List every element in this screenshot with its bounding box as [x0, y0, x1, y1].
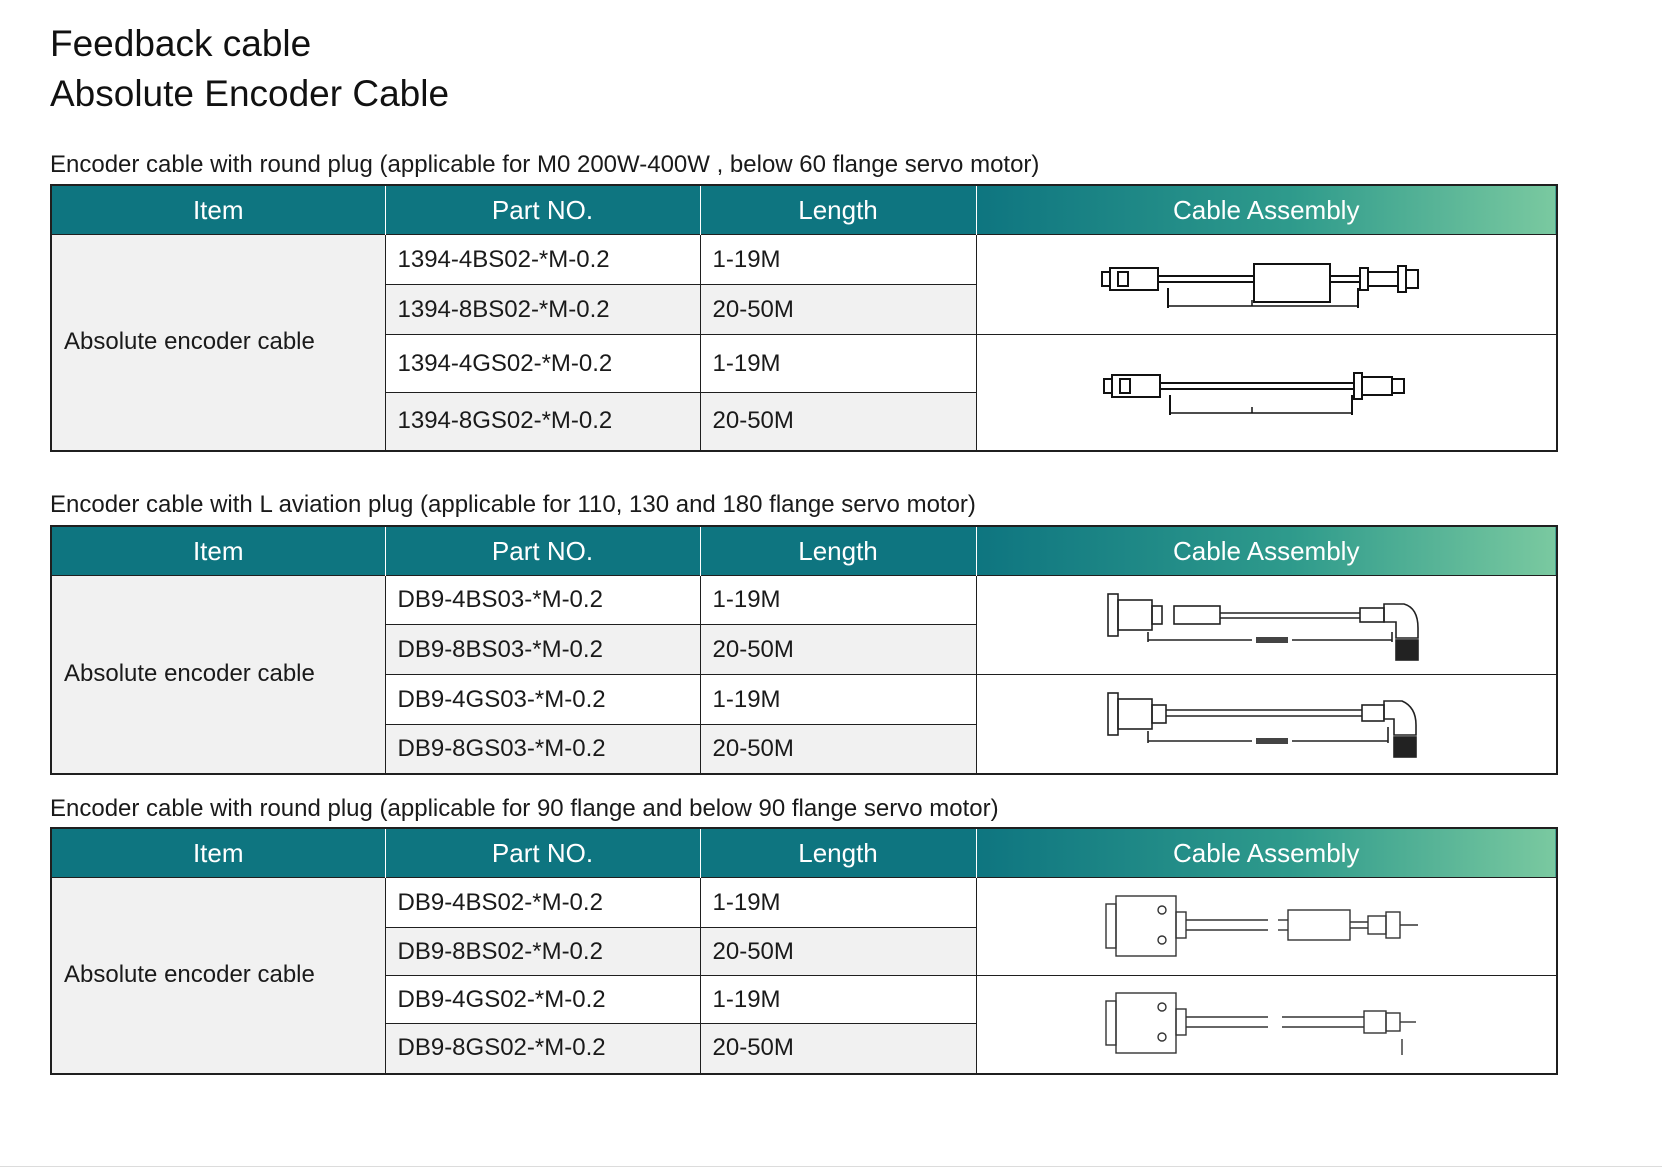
table-row: DB9-4GS02-*M-0.2 1-19M	[51, 975, 1558, 1074]
col-header-item: Item	[51, 828, 386, 878]
col-header-part-no: Part NO.	[385, 526, 701, 576]
cable-drawing-cell	[975, 674, 1558, 774]
table-row: DB9-8GS02-*M-0.2 20-50M	[51, 1023, 1557, 1074]
length-cell: 20-50M	[699, 392, 977, 451]
part-number-cell: DB9-8GS03-*M-0.2	[384, 724, 701, 774]
table-row: 1394-8BS02-*M-0.2 20-50M	[51, 284, 1557, 335]
table-row: 1394-8GS02-*M-0.2 20-50M	[51, 392, 1557, 451]
length-cell: 1-19M	[699, 877, 977, 928]
col-header-item: Item	[51, 526, 386, 576]
table-row: DB9-8BS02-*M-0.2 20-50M	[51, 927, 1557, 976]
table-row: Absolute encoder cable DB9-4BS02-*M-0.2 …	[50, 877, 1558, 1074]
item-cell: Absolute encoder cable	[50, 234, 386, 451]
length-cell: 1-19M	[699, 575, 977, 625]
part-number-cell: DB9-8BS03-*M-0.2	[384, 624, 701, 675]
table-row: Absolute encoder cable DB9-4BS03-*M-0.2 …	[50, 575, 1558, 774]
page-subtitle: Absolute Encoder Cable	[50, 73, 450, 114]
length-cell: 1-19M	[699, 334, 977, 393]
item-cell: Absolute encoder cable	[50, 575, 386, 774]
length-cell: 1-19M	[699, 975, 977, 1024]
col-header-item: Item	[51, 185, 386, 235]
table-row: DB9-4GS03-*M-0.2 1-19M	[51, 674, 1558, 774]
length-cell: 1-19M	[699, 234, 977, 285]
col-header-part-no: Part NO.	[385, 185, 701, 235]
col-header-cable-assembly: Cable Assembly	[976, 828, 1557, 878]
col-header-length: Length	[700, 526, 977, 576]
db9-round-plug-cable-icon	[1105, 992, 1417, 1056]
table-header-row: Item Part NO. Length Cable Assembly	[51, 828, 1557, 878]
table-header-row: Item Part NO. Length Cable Assembly	[51, 526, 1557, 576]
section-caption: Encoder cable with round plug (applicabl…	[50, 151, 1040, 178]
section-caption: Encoder cable with round plug (applicabl…	[50, 795, 999, 822]
encoder-cable-table-round-plug-90-flange: Item Part NO. Length Cable Assembly Abso…	[50, 827, 1558, 1075]
page-bottom-divider	[0, 1166, 1662, 1167]
col-header-cable-assembly: Cable Assembly	[976, 185, 1557, 235]
page-title: Feedback cable	[50, 23, 312, 64]
encoder-cable-table-round-plug-m0: Item Part NO. Length Cable Assembly Abso…	[50, 184, 1558, 452]
col-header-length: Length	[700, 828, 977, 878]
part-number-cell: 1394-8GS02-*M-0.2	[384, 392, 701, 451]
cable-drawing-cell	[975, 234, 1558, 335]
part-number-cell: DB9-4BS03-*M-0.2	[384, 575, 701, 625]
cable-drawing-cell	[975, 877, 1558, 976]
cable-drawing-cell	[975, 334, 1558, 451]
col-header-length: Length	[700, 185, 977, 235]
length-cell: 20-50M	[699, 927, 977, 976]
cable-drawing-cell	[975, 575, 1558, 675]
section-caption: Encoder cable with L aviation plug (appl…	[50, 491, 976, 518]
length-cell: 20-50M	[699, 284, 977, 335]
length-cell: 20-50M	[699, 624, 977, 675]
length-cell: 20-50M	[699, 1023, 977, 1074]
round-plug-cable-icon	[1103, 372, 1406, 416]
length-cell: 20-50M	[699, 724, 977, 774]
db9-round-plug-cable-with-battery-box-icon	[1105, 894, 1419, 957]
db9-l-aviation-cable-icon	[1107, 691, 1418, 758]
db9-l-aviation-cable-with-battery-box-icon	[1107, 593, 1420, 661]
part-number-cell: DB9-4GS03-*M-0.2	[384, 674, 701, 725]
part-number-cell: 1394-8BS02-*M-0.2	[384, 284, 701, 335]
part-number-cell: DB9-8GS02-*M-0.2	[384, 1023, 701, 1074]
item-cell: Absolute encoder cable	[50, 877, 386, 1074]
table-row: DB9-8BS03-*M-0.2 20-50M	[51, 624, 1557, 675]
table-row: DB9-8GS03-*M-0.2 20-50M	[51, 724, 1557, 774]
part-number-cell: DB9-4BS02-*M-0.2	[384, 877, 701, 928]
part-number-cell: DB9-8BS02-*M-0.2	[384, 927, 701, 976]
table-row: 1394-4GS02-*M-0.2 1-19M	[51, 334, 1558, 451]
cable-drawing-cell	[975, 975, 1558, 1074]
part-number-cell: DB9-4GS02-*M-0.2	[384, 975, 701, 1024]
round-plug-cable-with-battery-box-icon	[1101, 262, 1420, 308]
part-number-cell: 1394-4BS02-*M-0.2	[384, 234, 701, 285]
length-cell: 1-19M	[699, 674, 977, 725]
table-row: Absolute encoder cable 1394-4BS02-*M-0.2…	[50, 234, 1558, 451]
col-header-part-no: Part NO.	[385, 828, 701, 878]
table-header-row: Item Part NO. Length Cable Assembly	[51, 185, 1557, 235]
part-number-cell: 1394-4GS02-*M-0.2	[384, 334, 701, 393]
col-header-cable-assembly: Cable Assembly	[976, 526, 1557, 576]
encoder-cable-table-l-aviation-plug: Item Part NO. Length Cable Assembly Abso…	[50, 525, 1558, 775]
